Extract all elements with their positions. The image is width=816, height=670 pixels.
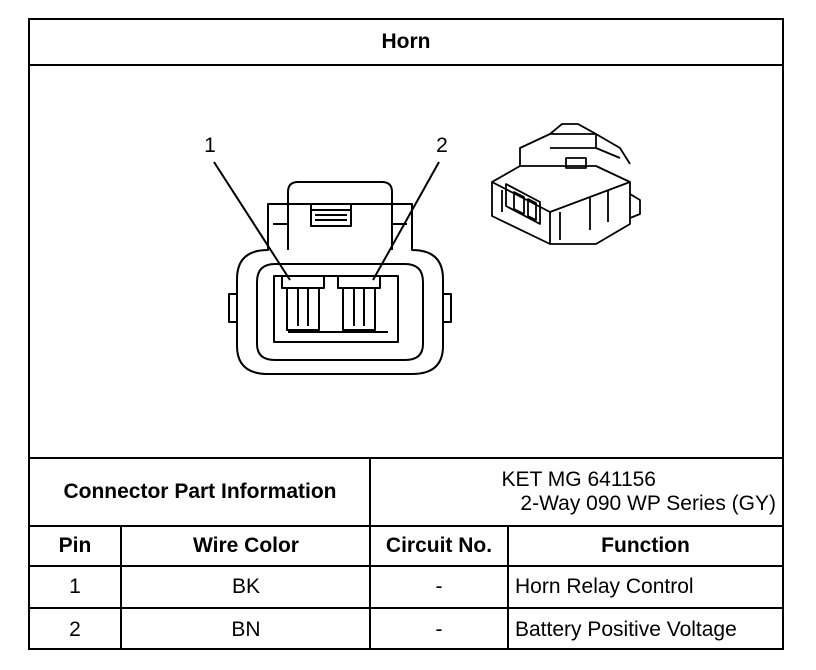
table-row-1-wire-color: BK xyxy=(231,575,260,598)
connector-isometric-drawing xyxy=(491,123,641,245)
header-wire-color: Wire Color xyxy=(193,534,299,557)
connector-figure: 1 2 xyxy=(30,64,782,458)
part-number: KET MG 641156 xyxy=(501,468,656,491)
table-row-2-wire-color: BN xyxy=(231,617,261,641)
pin-1-callout: 1 xyxy=(204,134,216,157)
part-description: 2-Way 090 WP Series (GY) xyxy=(520,492,776,515)
connector-part-value: KET MG 641156 2-Way 090 WP Series (GY) xyxy=(371,459,782,525)
table-row-2-circuit: - xyxy=(435,617,443,641)
sheet-title: Horn xyxy=(30,20,782,66)
table-row-1-function: Horn Relay Control xyxy=(515,575,694,598)
connector-part-label: Connector Part Information xyxy=(63,480,337,503)
connector-face-drawing xyxy=(213,161,452,375)
header-function: Function xyxy=(601,534,690,557)
connector-sheet: Horn xyxy=(28,18,784,650)
header-pin: Pin xyxy=(58,534,92,557)
table-row-1-circuit: - xyxy=(435,575,443,598)
table-row-2-pin: 2 xyxy=(69,617,81,641)
table-row-1-pin: 1 xyxy=(69,575,81,598)
pin-2-callout: 2 xyxy=(436,134,448,157)
header-circuit: Circuit No. xyxy=(385,534,493,557)
table-row-2-function: Battery Positive Voltage xyxy=(515,617,737,641)
